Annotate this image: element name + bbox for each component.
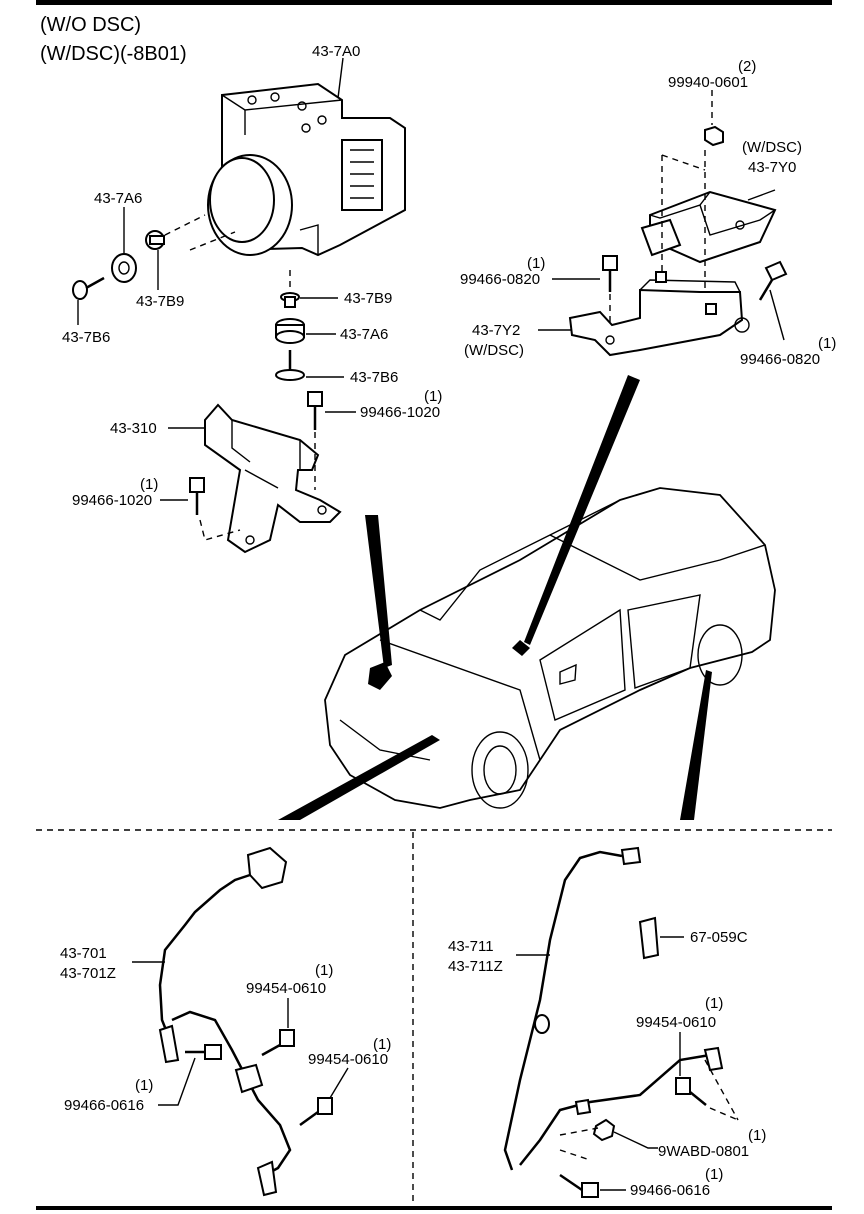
dash-bracket-left xyxy=(199,519,241,541)
label-grommet-center: 43-7A6 xyxy=(340,326,388,343)
sensor-bracket xyxy=(568,271,750,357)
label-bracket: 43-310 xyxy=(110,420,157,437)
label-front-sensor-2: 43-701Z xyxy=(60,965,116,982)
front-bolt-b xyxy=(299,1097,333,1127)
pointer-rear-wheel xyxy=(680,670,712,820)
leader-rear-nut xyxy=(613,1131,658,1149)
front-bolt-c xyxy=(185,1044,222,1060)
label-bolt-bracket-left: 99466-1020 xyxy=(72,492,152,509)
label-sensor-cond: (W/DSC) xyxy=(742,139,802,156)
label-sensor-bracket-cond: (W/DSC) xyxy=(464,342,524,359)
label-washer-center: 43-7B6 xyxy=(350,369,398,386)
label-front-bolt-b: 99454-0610 xyxy=(308,1051,388,1068)
dash-rear-nut xyxy=(559,1127,599,1161)
rear-bolt-b xyxy=(559,1173,599,1198)
label-sensor-bracket: 43-7Y2 xyxy=(472,322,520,339)
qty-sensor-bolt-left: (1) xyxy=(527,255,545,272)
rear-clip xyxy=(638,916,660,960)
grommet-center xyxy=(275,318,305,344)
label-collar-center: 43-7B9 xyxy=(344,290,392,307)
label-rear-sensor-1: 43-711 xyxy=(448,938,494,955)
rear-nut xyxy=(592,1118,616,1142)
rear-wheel-sensor xyxy=(503,846,724,1171)
label-sensor: 43-7Y0 xyxy=(748,159,796,176)
hcu-unit xyxy=(207,82,406,257)
label-collar-left: 43-7B9 xyxy=(136,293,184,310)
qty-rear-bolt-b: (1) xyxy=(705,1166,723,1183)
leader-sensor xyxy=(747,189,776,201)
qty-rear-bolt-a: (1) xyxy=(705,995,723,1012)
qty-bolt-bracket-left: (1) xyxy=(140,476,158,493)
grommet-left xyxy=(111,253,137,283)
header-line-1: (W/O DSC) xyxy=(40,14,141,36)
collar-left xyxy=(145,230,165,250)
bottom-border xyxy=(36,1206,832,1210)
washer-center xyxy=(275,350,305,381)
qty-rear-nut: (1) xyxy=(748,1127,766,1144)
top-border xyxy=(36,0,832,5)
qty-front-bolt-c: (1) xyxy=(135,1077,153,1094)
qty-front-bolt-a: (1) xyxy=(315,962,333,979)
dash-sensor xyxy=(661,150,706,300)
bolt-left xyxy=(72,276,105,300)
bolt-bracket-left xyxy=(189,477,205,515)
label-bolt-bracket-top: 99466-1020 xyxy=(360,404,440,421)
rear-bolt-a xyxy=(675,1077,707,1106)
header-line-2: (W/DSC)(-8B01) xyxy=(40,43,187,65)
label-rear-bolt-a: 99454-0610 xyxy=(636,1014,716,1031)
label-front-bolt-c: 99466-0616 xyxy=(64,1097,144,1114)
pointer-sensor xyxy=(524,375,640,645)
label-sensor-bolt-right: 99466-0820 xyxy=(740,351,820,368)
qty-sensor-bolt-right: (1) xyxy=(818,335,836,352)
label-rear-nut: 9WABD-0801 xyxy=(658,1143,749,1160)
collar-center xyxy=(280,292,300,308)
qty-front-bolt-b: (1) xyxy=(373,1036,391,1053)
dash-rear-bolt-a xyxy=(704,1059,739,1121)
label-grommet-left: 43-7A6 xyxy=(94,190,142,207)
label-hcu-unit: 43-7A0 xyxy=(312,43,360,60)
pointer-hcu xyxy=(365,515,392,668)
leader-front-bolt-b xyxy=(329,1067,349,1099)
front-wheel-sensor xyxy=(158,846,292,1197)
nut xyxy=(704,125,724,147)
label-front-sensor-1: 43-701 xyxy=(60,945,107,962)
label-rear-clip: 67-059C xyxy=(690,929,748,946)
bolt-bracket-top xyxy=(307,391,323,430)
label-nut: 99940-0601 xyxy=(668,74,748,91)
label-rear-bolt-b: 99466-0616 xyxy=(630,1182,710,1199)
sensor-bolt-left xyxy=(602,255,618,292)
front-bolt-a xyxy=(261,1029,295,1057)
qty-nut: (2) xyxy=(738,58,756,75)
label-rear-sensor-2: 43-711Z xyxy=(448,958,503,975)
mount-dash-left xyxy=(154,214,236,251)
label-bolt-left: 43-7B6 xyxy=(62,329,110,346)
leader-front-bolt-c xyxy=(158,1057,196,1106)
sensor-bolt-right xyxy=(758,260,788,301)
pointer-front-wheel xyxy=(278,735,440,820)
yaw-sensor xyxy=(640,190,777,264)
qty-bolt-bracket-top: (1) xyxy=(424,388,442,405)
leader-hcu xyxy=(337,57,344,99)
label-front-bolt-a: 99454-0610 xyxy=(246,980,326,997)
leader-sensor-bolt-right xyxy=(769,289,785,341)
label-sensor-bolt-left: 99466-0820 xyxy=(460,271,540,288)
bracket xyxy=(204,403,342,554)
